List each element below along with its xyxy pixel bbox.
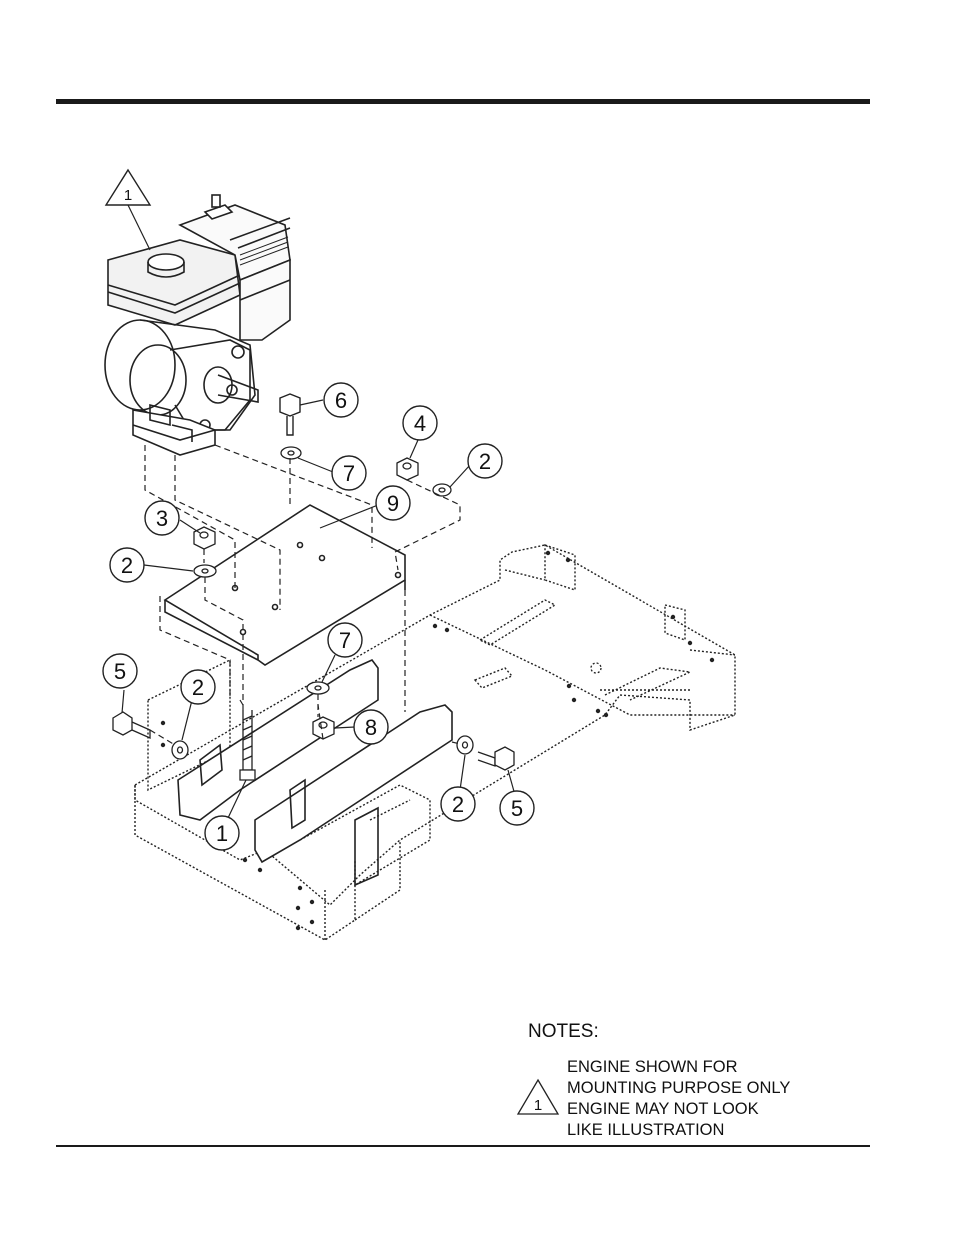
svg-text:2: 2	[479, 449, 491, 474]
bolt-5-right	[478, 747, 514, 770]
engine-illustration	[105, 195, 290, 455]
callout-8: 8	[354, 710, 388, 744]
callout-engine-triangle: 1	[106, 170, 150, 205]
svg-text:6: 6	[335, 388, 347, 413]
callout-label: 1	[124, 187, 132, 204]
callout-3: 3	[145, 501, 179, 535]
svg-text:1: 1	[216, 821, 228, 846]
callout-5-left: 5	[103, 654, 137, 688]
callout-5-right: 5	[500, 791, 534, 825]
callout-1: 1	[205, 816, 239, 850]
svg-text:7: 7	[343, 461, 355, 486]
svg-text:5: 5	[511, 796, 523, 821]
nut-8	[313, 717, 334, 739]
bolt-5-left	[113, 712, 150, 738]
washer-7-top	[281, 447, 301, 459]
note-triangle-icon: 1	[516, 1078, 560, 1116]
washer-2-lower-left	[172, 741, 188, 759]
svg-text:2: 2	[452, 792, 464, 817]
notes-title: NOTES:	[528, 1021, 599, 1043]
svg-text:4: 4	[414, 411, 426, 436]
callout-2-left: 2	[110, 548, 144, 582]
washer-7-lower	[307, 682, 329, 694]
note-line: MOUNTING PURPOSE ONLY	[567, 1078, 790, 1099]
washer-2-lower-right	[457, 736, 473, 754]
notes-body: ENGINE SHOWN FOR MOUNTING PURPOSE ONLY E…	[567, 1057, 790, 1141]
callout-4: 4	[403, 406, 437, 440]
svg-text:5: 5	[114, 659, 126, 684]
callout-2-lower-right: 2	[441, 787, 475, 821]
callout-6: 6	[324, 383, 358, 417]
bolt-6	[280, 394, 300, 435]
svg-text:8: 8	[365, 715, 377, 740]
svg-text:2: 2	[192, 675, 204, 700]
note-triangle-label: 1	[534, 1097, 542, 1114]
svg-text:2: 2	[121, 553, 133, 578]
svg-text:7: 7	[339, 628, 351, 653]
callout-2-lower-left: 2	[181, 670, 215, 704]
callout-7-top: 7	[332, 456, 366, 490]
svg-text:3: 3	[156, 506, 168, 531]
footer-rule	[56, 1145, 870, 1147]
note-line: LIKE ILLUSTRATION	[567, 1120, 790, 1141]
callout-2-top-right: 2	[468, 444, 502, 478]
nut-3	[194, 527, 215, 549]
callout-9: 9	[376, 486, 410, 520]
svg-text:9: 9	[387, 491, 399, 516]
nut-4	[397, 458, 418, 480]
callout-7-lower: 7	[328, 623, 362, 657]
note-line: ENGINE SHOWN FOR	[567, 1057, 790, 1078]
note-line: ENGINE MAY NOT LOOK	[567, 1099, 790, 1120]
washer-2-left	[194, 565, 216, 577]
